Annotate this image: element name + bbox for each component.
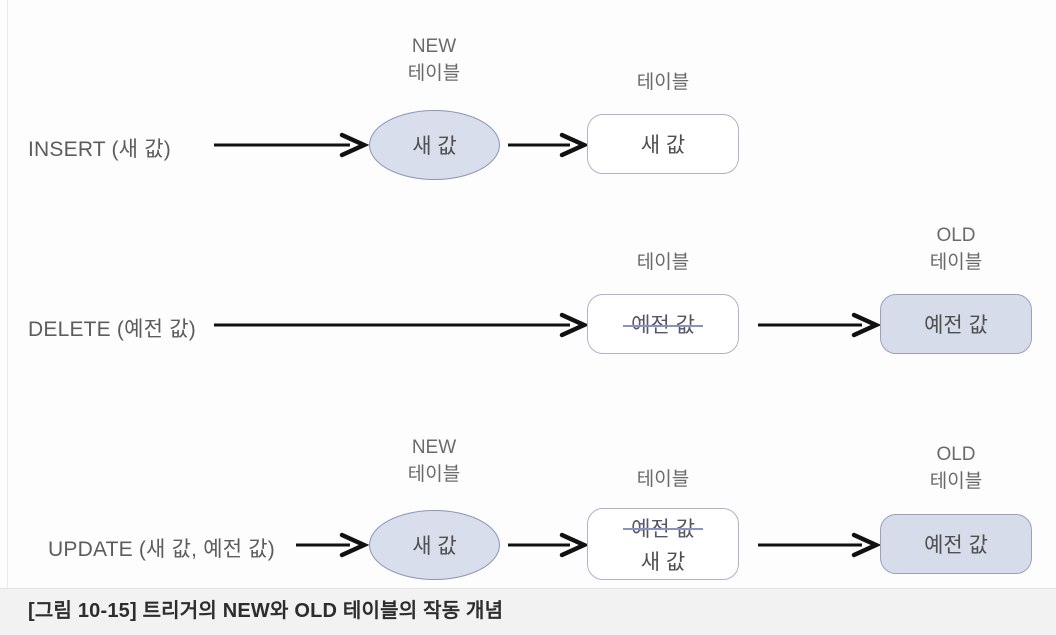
update-old-table-caption-line1: OLD (936, 444, 976, 465)
delete-old-table-caption-line1: OLD (936, 225, 976, 246)
insert-new-table-caption-line1: NEW (411, 36, 457, 57)
update-new-table-value: 새 값 (412, 535, 457, 558)
update-table-box: 예전 값 새 값 (587, 508, 739, 580)
update-new-table-caption-line1: NEW (411, 437, 457, 458)
update-new-table-caption: NEW 테이블 (368, 434, 500, 488)
delete-table-struck-value: 예전 값 (623, 309, 703, 339)
insert-table-value: 새 값 (640, 134, 686, 157)
figure-caption: [그림 10-15] 트리거의 NEW와 OLD 테이블의 작동 개념 (28, 600, 504, 622)
insert-new-table-caption: NEW 테이블 (368, 33, 500, 87)
delete-table-caption-line2: 테이블 (636, 252, 690, 273)
delete-old-table-box: 예전 값 (880, 294, 1032, 354)
update-old-table-box: 예전 값 (880, 514, 1032, 574)
delete-old-table-value: 예전 값 (924, 314, 988, 337)
insert-table-box: 새 값 (587, 114, 739, 174)
insert-new-table-value: 새 값 (412, 135, 457, 158)
insert-arrow-new-to-table (508, 132, 590, 158)
page-left-rule (7, 0, 8, 590)
update-table-struck-value: 예전 값 (623, 513, 703, 543)
update-old-table-caption: OLD 테이블 (890, 441, 1022, 495)
delete-arrow-table-to-old (758, 312, 882, 338)
insert-table-caption-line2: 테이블 (636, 72, 690, 93)
insert-arrow-op-to-new (214, 132, 370, 158)
insert-operation-label: INSERT (새 값) (28, 138, 171, 161)
update-table-caption: 테이블 (597, 466, 729, 493)
update-arrow-table-to-old (758, 532, 882, 558)
delete-old-table-caption: OLD 테이블 (890, 222, 1022, 276)
update-new-table-caption-line2: 테이블 (407, 464, 461, 485)
delete-table-caption: 테이블 (597, 249, 729, 276)
insert-new-table-caption-line2: 테이블 (407, 63, 461, 84)
update-arrow-new-to-table (508, 532, 590, 558)
delete-table-box: 예전 값 (587, 294, 739, 354)
update-old-table-value: 예전 값 (924, 534, 988, 557)
update-table-value: 새 값 (640, 550, 686, 574)
update-arrow-op-to-new (296, 532, 370, 558)
caption-band-divider (0, 588, 1056, 589)
insert-table-caption: 테이블 (597, 69, 729, 96)
update-operation-label: UPDATE (새 값, 예전 값) (48, 538, 275, 561)
update-old-table-caption-line2: 테이블 (929, 471, 983, 492)
update-new-table-ellipse: 새 값 (369, 510, 500, 580)
delete-old-table-caption-line2: 테이블 (929, 252, 983, 273)
delete-operation-label: DELETE (예전 값) (28, 318, 196, 341)
delete-arrow-op-to-table (214, 312, 590, 338)
update-table-caption-line2: 테이블 (636, 469, 690, 490)
insert-new-table-ellipse: 새 값 (369, 110, 500, 180)
caption-band (0, 589, 1056, 635)
